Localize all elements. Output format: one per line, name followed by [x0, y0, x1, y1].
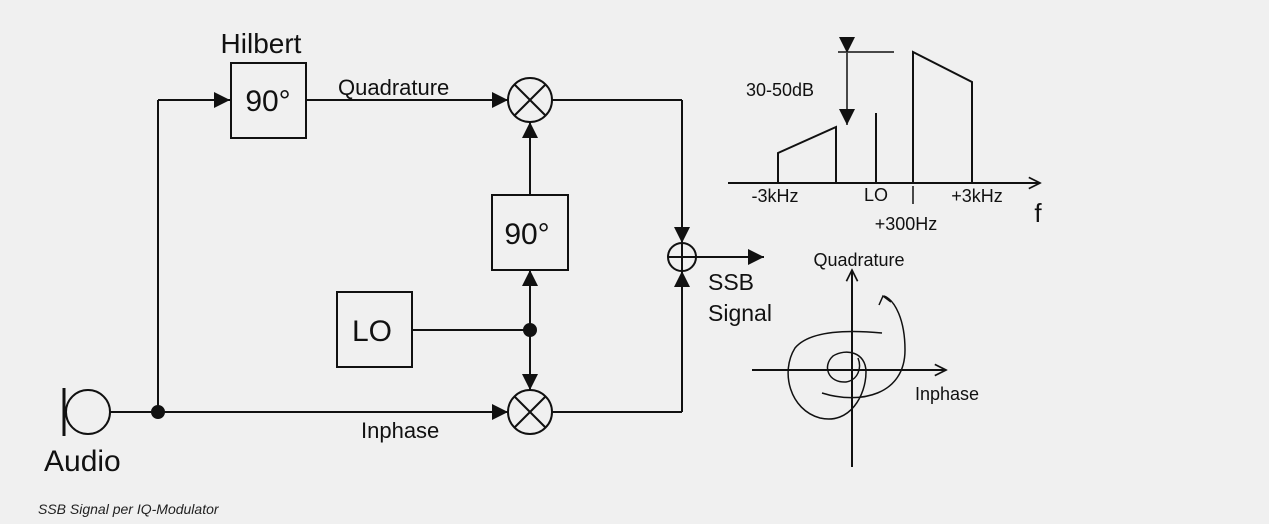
audio-microphone-icon	[62, 388, 111, 436]
quadrature-mixer-icon	[507, 77, 553, 123]
summer-icon	[667, 242, 697, 272]
lo-label: LO	[352, 315, 392, 348]
upper-sideband	[912, 50, 973, 183]
audio-junction-dot	[151, 405, 165, 419]
phasor-inphase-label: Inphase	[915, 384, 979, 404]
tick-plus-300hz: +300Hz	[875, 214, 938, 234]
f-axis-label: f	[1034, 198, 1042, 228]
spiral-trajectory-icon	[787, 330, 883, 420]
mixer-output-lines	[552, 99, 690, 413]
lower-sideband	[777, 125, 837, 183]
figure-caption: SSB Signal per IQ-Modulator	[38, 501, 219, 517]
phasor-quadrature-label: Quadrature	[813, 250, 904, 270]
hilbert-90-label: 90°	[245, 85, 290, 118]
quadrature-label: Quadrature	[338, 75, 449, 100]
phase-90-label: 90°	[504, 218, 549, 251]
signal-label: Signal	[708, 300, 772, 326]
audio-signal-lines	[110, 92, 508, 420]
spectrum-sketch	[728, 37, 1040, 204]
audio-label: Audio	[44, 445, 121, 478]
lo-distribution-lines	[412, 122, 538, 390]
ssb-label: SSB	[708, 269, 754, 295]
rotation-arrow-icon	[821, 295, 906, 399]
inphase-label: Inphase	[361, 418, 439, 443]
tick-plus-3khz: +3kHz	[951, 186, 1003, 206]
hilbert-label: Hilbert	[221, 28, 302, 59]
level-label: 30-50dB	[746, 80, 814, 100]
tick-lo: LO	[864, 185, 888, 205]
iq-phasor-sketch	[752, 270, 946, 467]
lo-junction-dot	[523, 323, 537, 337]
inphase-mixer-icon	[507, 389, 553, 435]
tick-minus-3khz: -3kHz	[751, 186, 798, 206]
